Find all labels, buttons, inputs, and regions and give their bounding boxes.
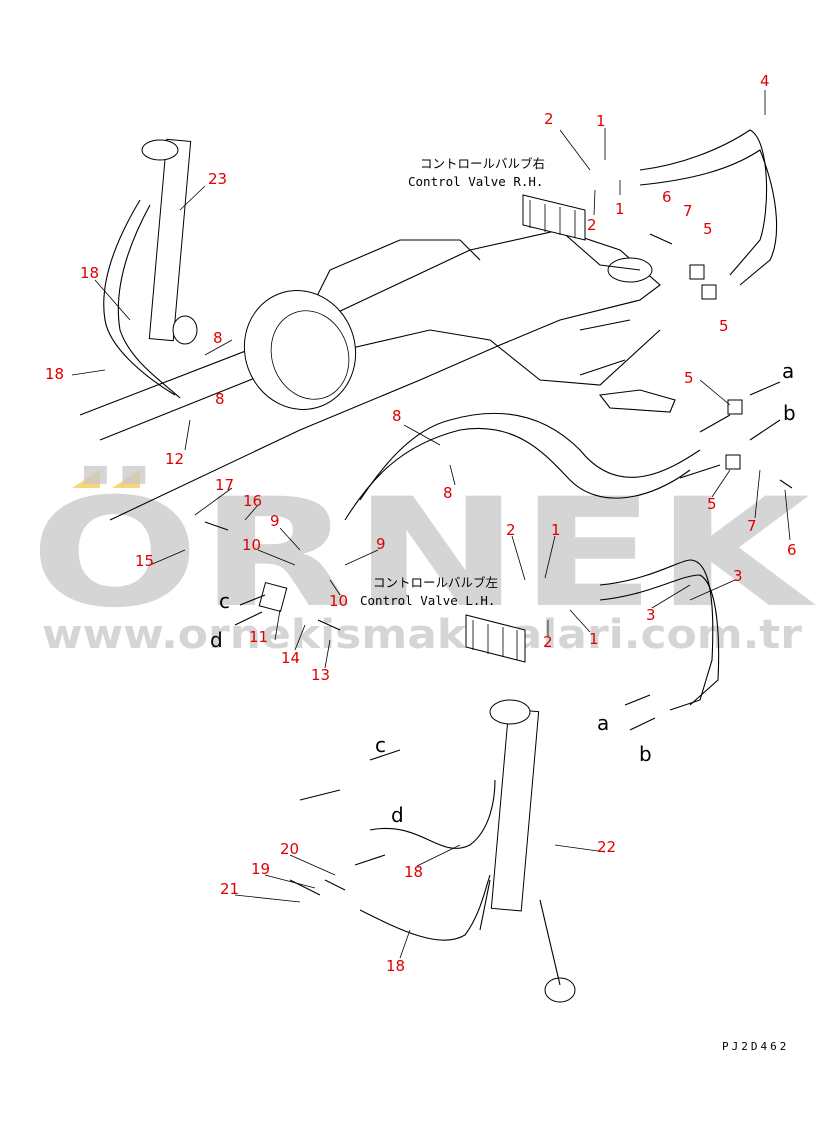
callout-18: 18: [80, 264, 99, 282]
callout-14: 14: [281, 649, 300, 667]
fittings: [204, 233, 793, 931]
callout-18: 18: [386, 957, 405, 975]
callout-4: 4: [760, 72, 770, 90]
callout-23: 23: [208, 170, 227, 188]
callout-13: 13: [311, 666, 330, 684]
port-a: a: [782, 359, 794, 383]
callout-5: 5: [719, 317, 729, 335]
callout-7: 7: [683, 202, 693, 220]
callout-18: 18: [45, 365, 64, 383]
callout-15: 15: [135, 552, 154, 570]
callout-8: 8: [215, 390, 225, 408]
port-d: d: [391, 803, 404, 827]
port-b: b: [783, 401, 796, 425]
callout-1: 1: [596, 112, 606, 130]
port-letters: a b c d a b c d: [210, 359, 796, 827]
watermark: ÖRNEK www.ornekismakinalari.com.tr: [30, 465, 816, 658]
callout-3: 3: [646, 606, 656, 624]
control-valve-lh-en: Control Valve L.H.: [360, 593, 495, 608]
callout-7: 7: [747, 517, 757, 535]
callout-20: 20: [280, 840, 299, 858]
callout-16: 16: [243, 492, 262, 510]
callout-1: 1: [589, 630, 599, 648]
drawing-code: PJ2D462: [722, 1040, 789, 1053]
axle-frame: [79, 229, 676, 521]
control-valve-lh-jp: コントロールバルブ左: [373, 575, 498, 590]
cylinder-lower: [489, 699, 576, 1003]
control-valve-lh-body: [465, 614, 526, 663]
callout-22: 22: [597, 838, 616, 856]
callout-1: 1: [615, 200, 625, 218]
callout-9: 9: [270, 512, 280, 530]
callout-3: 3: [733, 567, 743, 585]
watermark-accent-right: [112, 470, 140, 488]
control-valve-rh-en: Control Valve R.H.: [408, 174, 543, 189]
callout-10: 10: [242, 536, 261, 554]
callout-12: 12: [165, 450, 184, 468]
control-valve-lh-label: コントロールバルブ左 Control Valve L.H.: [360, 575, 498, 608]
callout-21: 21: [220, 880, 239, 898]
callout-19: 19: [251, 860, 270, 878]
callout-18: 18: [404, 863, 423, 881]
callout-6: 6: [662, 188, 672, 206]
callouts: 2 1 4 6 7 5 2 1 5 23 18 18 8 8 12 8 8 5 …: [45, 72, 797, 975]
callout-10: 10: [329, 592, 348, 610]
callout-9: 9: [376, 535, 386, 553]
callout-5: 5: [703, 220, 713, 238]
callout-2: 2: [506, 521, 516, 539]
callout-2: 2: [587, 216, 597, 234]
callout-8: 8: [392, 407, 402, 425]
port-b: b: [639, 742, 652, 766]
callout-8: 8: [443, 484, 453, 502]
callout-2: 2: [543, 633, 553, 651]
callout-11: 11: [249, 628, 268, 646]
hoses: [103, 129, 778, 941]
port-d: d: [210, 628, 223, 652]
port-a: a: [597, 711, 609, 735]
cylinder-upper: [141, 138, 198, 345]
control-valve-rh-jp: コントロールバルブ右: [420, 156, 545, 171]
leader-lines: [71, 90, 791, 959]
callout-8: 8: [213, 329, 223, 347]
callout-5: 5: [707, 495, 717, 513]
control-valve-rh-label: コントロールバルブ右 Control Valve R.H.: [408, 156, 545, 189]
callout-2: 2: [544, 110, 554, 128]
port-c: c: [375, 733, 386, 757]
callout-17: 17: [215, 476, 234, 494]
watermark-brand: ÖRNEK: [30, 465, 816, 641]
callout-1: 1: [551, 521, 561, 539]
callout-6: 6: [787, 541, 797, 559]
control-valve-rh-body: [522, 194, 586, 241]
watermark-accent-left: [72, 470, 100, 488]
callout-5: 5: [684, 369, 694, 387]
port-arrows: [234, 381, 781, 866]
watermark-url: www.ornekismakinalari.com.tr: [42, 612, 802, 658]
port-c: c: [219, 589, 230, 613]
